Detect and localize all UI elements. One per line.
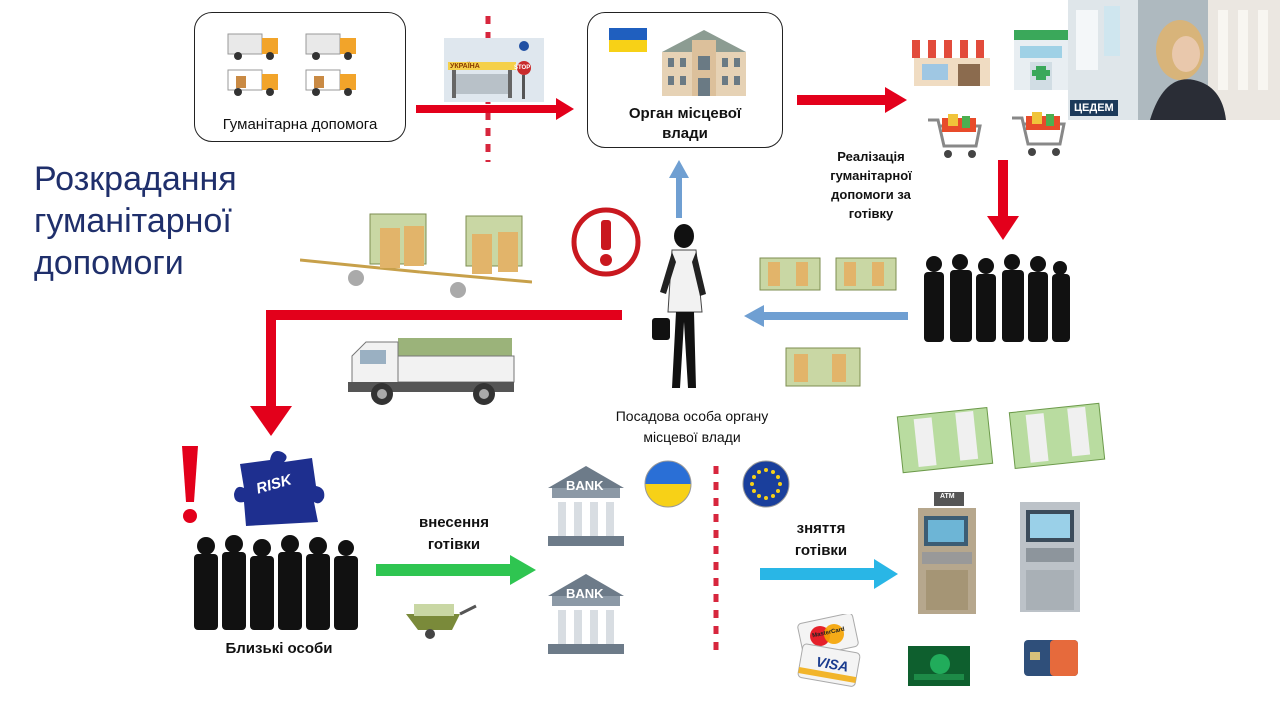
money-stack-icon xyxy=(1008,402,1106,469)
money-stack-icon xyxy=(465,215,523,274)
buyers-crowd-icon xyxy=(924,254,1070,342)
presenter-image xyxy=(1068,0,1280,120)
shopping-cart-icon xyxy=(1012,112,1066,156)
video-badge: ЦЕДЕМ xyxy=(1070,100,1118,116)
arrow-cash-to-official xyxy=(744,305,908,327)
money-stack-icon xyxy=(835,257,897,291)
relatives-label: Близькі особи xyxy=(225,640,333,657)
humanitarian-aid-label: Гуманітарна допомога xyxy=(222,116,378,133)
bank-label: BANK xyxy=(566,586,604,601)
warning-icon xyxy=(571,207,641,277)
arrow-to-buyers xyxy=(987,160,1019,240)
arrow-to-shops xyxy=(797,87,907,113)
bank-icon xyxy=(548,574,624,654)
cash-bundles-icon xyxy=(759,257,897,291)
risk-puzzle-icon xyxy=(234,451,325,526)
sale-for-cash-label: Реалізація гуманітарної допомоги за готі… xyxy=(830,149,912,221)
truck-icon xyxy=(227,33,278,60)
atm-label: ATM xyxy=(940,493,955,500)
border-checkpoint-icon xyxy=(444,38,544,102)
atm-icon xyxy=(1020,502,1080,612)
euro-money-icon xyxy=(896,402,1106,474)
shop-icon xyxy=(912,40,992,86)
green-card-icon xyxy=(908,646,970,686)
ukraine-round-flag-icon xyxy=(644,460,692,508)
cash-deposit-label: внесення готівки xyxy=(419,514,489,553)
money-stack-icon xyxy=(369,213,427,268)
arrow-cash-withdrawal xyxy=(760,559,898,589)
government-building-icon xyxy=(662,30,746,96)
eu-round-flag-icon xyxy=(742,460,790,508)
truck-icon xyxy=(305,69,356,96)
arrow-to-authority-up xyxy=(669,160,689,218)
ukraine-flag-icon xyxy=(609,28,647,52)
arrow-cash-deposit xyxy=(376,555,536,585)
shopping-cart-icon xyxy=(928,114,982,158)
visa-card-icon xyxy=(797,643,861,687)
money-stack-icon xyxy=(785,347,861,387)
border-dotted-line-bottom xyxy=(713,466,719,656)
trucks-icon xyxy=(227,33,356,96)
wheelbarrow-money-icon xyxy=(406,604,477,639)
official-silhouette-icon xyxy=(652,224,706,388)
stop-sign-label: STOP xyxy=(514,65,531,71)
pharmacy-icon xyxy=(1014,30,1068,90)
relatives-crowd-icon xyxy=(194,535,358,630)
local-authority-label: Орган місцевої влади xyxy=(628,105,742,142)
bank-card-icon xyxy=(1024,640,1078,676)
money-stack-icon xyxy=(896,407,994,474)
arrow-to-relatives xyxy=(250,310,622,436)
payment-cards-icon xyxy=(797,614,861,687)
atm-icon xyxy=(918,492,976,614)
bank-icon xyxy=(548,466,624,546)
ukraine-sign-label: УКРАЇНА xyxy=(450,63,480,70)
arrow-to-local-authority xyxy=(416,98,574,120)
presenter-video-feed: ЦЕДЕМ xyxy=(1068,0,1280,120)
slide-title: Розкрадання гуманітарної допомоги xyxy=(34,160,237,282)
money-truck-icon xyxy=(348,338,515,405)
money-stack-icon xyxy=(759,257,821,291)
truck-icon xyxy=(305,33,356,60)
official-label: Посадова особа органу місцевої влади xyxy=(615,408,769,445)
scales-money-icon xyxy=(300,213,532,298)
exclamation-icon xyxy=(182,446,198,523)
truck-icon xyxy=(227,69,278,96)
bank-label: BANK xyxy=(566,478,604,493)
cash-withdrawal-label: зняття готівки xyxy=(794,520,848,559)
